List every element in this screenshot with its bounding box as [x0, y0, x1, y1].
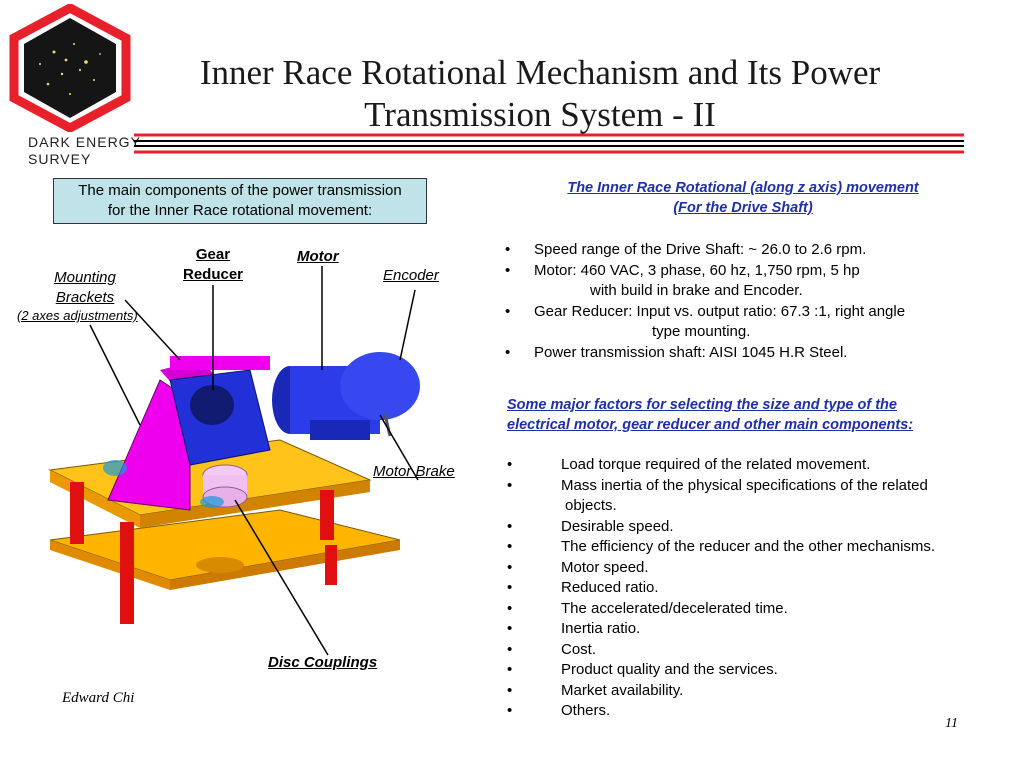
logo-text: DARK ENERGY SURVEY — [28, 134, 141, 168]
spec-list: Speed range of the Drive Shaft: ~ 26.0 t… — [503, 240, 1003, 363]
factor-text: Inertia ratio. — [561, 620, 641, 637]
list-item: Speed range of the Drive Shaft: ~ 26.0 t… — [503, 240, 1003, 261]
label-gear-line1: Gear — [195, 246, 231, 263]
list-item: Motor: 460 VAC, 3 phase, 60 hz, 1,750 rp… — [503, 261, 1003, 302]
label-disc-couplings: Disc Couplings — [268, 654, 378, 671]
factor-text: The accelerated/decelerated time. — [561, 599, 788, 617]
factor-text: Motor speed. — [561, 558, 649, 576]
list-item: Inertia ratio. — [505, 619, 1005, 640]
label-encoder: Encoder — [383, 267, 439, 284]
label-gear-reducer: Gear Reducer — [173, 245, 253, 285]
support-leg — [120, 522, 134, 624]
spec-text: Speed range of the Drive Shaft: ~ 26.0 t… — [534, 241, 867, 258]
factor-list: Load torque required of the related move… — [505, 455, 1005, 722]
logo-line1: DARK ENERGY — [28, 134, 141, 150]
factors-heading-line2: electrical motor, gear reducer and other… — [507, 417, 914, 433]
label-motor: Motor — [297, 248, 339, 265]
factor-cont: objects. — [565, 497, 617, 514]
title-line2: Transmission System - II — [364, 95, 716, 134]
factor-text: Mass inertia of the physical specificati… — [561, 476, 928, 494]
drive-shaft-heading: The Inner Race Rotational (along z axis)… — [500, 178, 986, 218]
footer-author: Edward Chi — [62, 690, 135, 706]
list-item: Mass inertia of the physical specificati… — [505, 476, 1005, 517]
list-item: The accelerated/decelerated time. — [505, 599, 1005, 620]
intro-line1: The main components of the power transmi… — [78, 182, 402, 199]
label-mounting-brackets: Mounting Brackets — [20, 268, 150, 308]
factor-text: Load torque required of the related move… — [561, 456, 871, 473]
list-item: Market availability. — [505, 681, 1005, 702]
factors-heading: Some major factors for selecting the siz… — [507, 395, 997, 435]
factor-text: Desirable speed. — [561, 517, 674, 535]
des-logo — [9, 4, 131, 132]
intro-line2: for the Inner Race rotational movement: — [107, 202, 373, 219]
factor-text: Cost. — [561, 640, 597, 658]
list-item: Reduced ratio. — [505, 578, 1005, 599]
list-item: Desirable speed. — [505, 517, 1005, 538]
spec-text: Gear Reducer: Input vs. output ratio: 67… — [534, 302, 906, 320]
list-item: Product quality and the services. — [505, 660, 1005, 681]
factor-text: Reduced ratio. — [561, 579, 659, 596]
header-rules — [134, 133, 964, 154]
slide-title: Inner Race Rotational Mechanism and Its … — [140, 52, 940, 136]
factor-text: Market availability. — [561, 681, 684, 699]
list-item: The efficiency of the reducer and the ot… — [505, 537, 1005, 558]
list-item: Cost. — [505, 640, 1005, 661]
label-mounting-line2: Brackets — [55, 289, 115, 306]
list-item: Motor speed. — [505, 558, 1005, 579]
spec-text: Motor: 460 VAC, 3 phase, 60 hz, 1,750 rp… — [534, 261, 860, 279]
list-item: Load torque required of the related move… — [505, 455, 1005, 476]
logo-line2: SURVEY — [28, 151, 92, 167]
factors-heading-line1: Some major factors for selecting the siz… — [507, 397, 897, 413]
list-item: Gear Reducer: Input vs. output ratio: 67… — [503, 302, 1003, 343]
intro-box: The main components of the power transmi… — [53, 178, 427, 224]
support-leg — [320, 490, 334, 540]
page-number: 11 — [945, 716, 958, 731]
mechanism-illustration — [48, 352, 420, 624]
label-mounting-line1: Mounting — [54, 269, 116, 286]
drive-shaft-heading-line1: The Inner Race Rotational (along z axis)… — [567, 180, 919, 196]
drive-shaft-heading-line2: (For the Drive Shaft) — [673, 200, 813, 216]
support-leg — [70, 482, 84, 544]
factor-text: The efficiency of the reducer and the ot… — [561, 538, 936, 555]
list-item: Power transmission shaft: AISI 1045 H.R … — [503, 343, 1003, 364]
spec-cont: with build in brake and Encoder. — [590, 282, 803, 299]
factor-text: Others. — [561, 702, 611, 719]
spec-cont: type mounting. — [652, 323, 751, 340]
title-line1: Inner Race Rotational Mechanism and Its … — [199, 53, 881, 92]
list-item: Others. — [505, 701, 1005, 722]
label-mounting-note: (2 axes adjustments) — [17, 308, 138, 323]
label-motor-brake: Motor Brake — [373, 463, 455, 480]
label-gear-line2: Reducer — [182, 266, 244, 283]
factor-text: Product quality and the services. — [561, 661, 778, 678]
spec-text: Power transmission shaft: AISI 1045 H.R … — [534, 343, 848, 361]
